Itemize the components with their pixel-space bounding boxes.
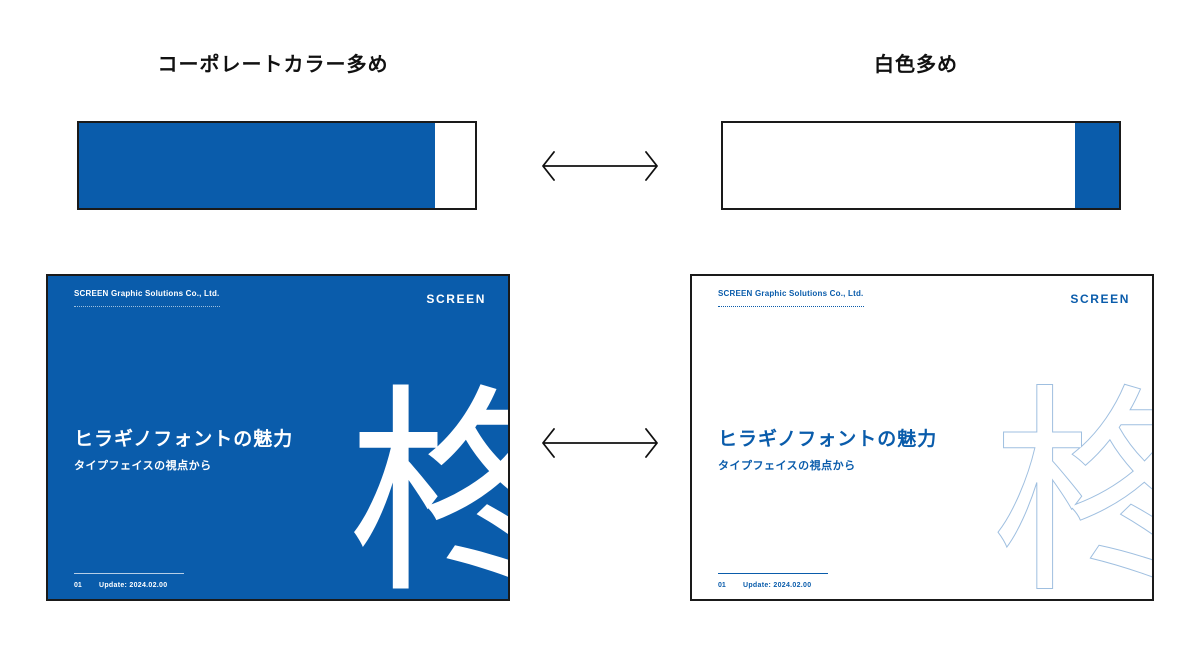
heading-white-heavy: 白色多め (874, 52, 958, 76)
heading-corporate-color: コーポレートカラー多め (157, 52, 389, 76)
company-name: SCREEN Graphic Solutions Co., Ltd. (718, 289, 864, 298)
swatch-corporate-heavy (77, 121, 477, 210)
slide-white-heavy: SCREEN Graphic Solutions Co., Ltd. SCREE… (690, 274, 1154, 601)
slide-title: ヒラギノフォントの魅力 (74, 428, 294, 450)
company-name: SCREEN Graphic Solutions Co., Ltd. (74, 289, 220, 298)
company-underline (74, 306, 220, 307)
double-arrow-icon (542, 428, 658, 458)
swatch-corporate-accent (1075, 123, 1119, 208)
page-number: 01 (718, 582, 726, 589)
footer-rule (74, 573, 184, 574)
screen-logo: SCREEN (1070, 292, 1130, 306)
page-number: 01 (74, 582, 82, 589)
slide-subtitle: タイプフェイスの視点から (74, 459, 212, 472)
swatch-corporate-fill (79, 123, 435, 208)
footer-rule (718, 573, 828, 574)
kanji-illustration: 柊 (348, 384, 508, 599)
double-arrow-icon (542, 151, 658, 181)
company-underline (718, 306, 864, 307)
slide-subtitle: タイプフェイスの視点から (718, 459, 856, 472)
update-date: Update: 2024.02.00 (99, 582, 168, 589)
kanji-illustration: 柊 (992, 384, 1153, 600)
screen-logo: SCREEN (426, 292, 486, 306)
slide-corporate-color: SCREEN Graphic Solutions Co., Ltd. SCREE… (46, 274, 510, 601)
swatch-white-heavy (721, 121, 1121, 210)
update-date: Update: 2024.02.00 (743, 582, 812, 589)
slide-title: ヒラギノフォントの魅力 (718, 428, 938, 450)
